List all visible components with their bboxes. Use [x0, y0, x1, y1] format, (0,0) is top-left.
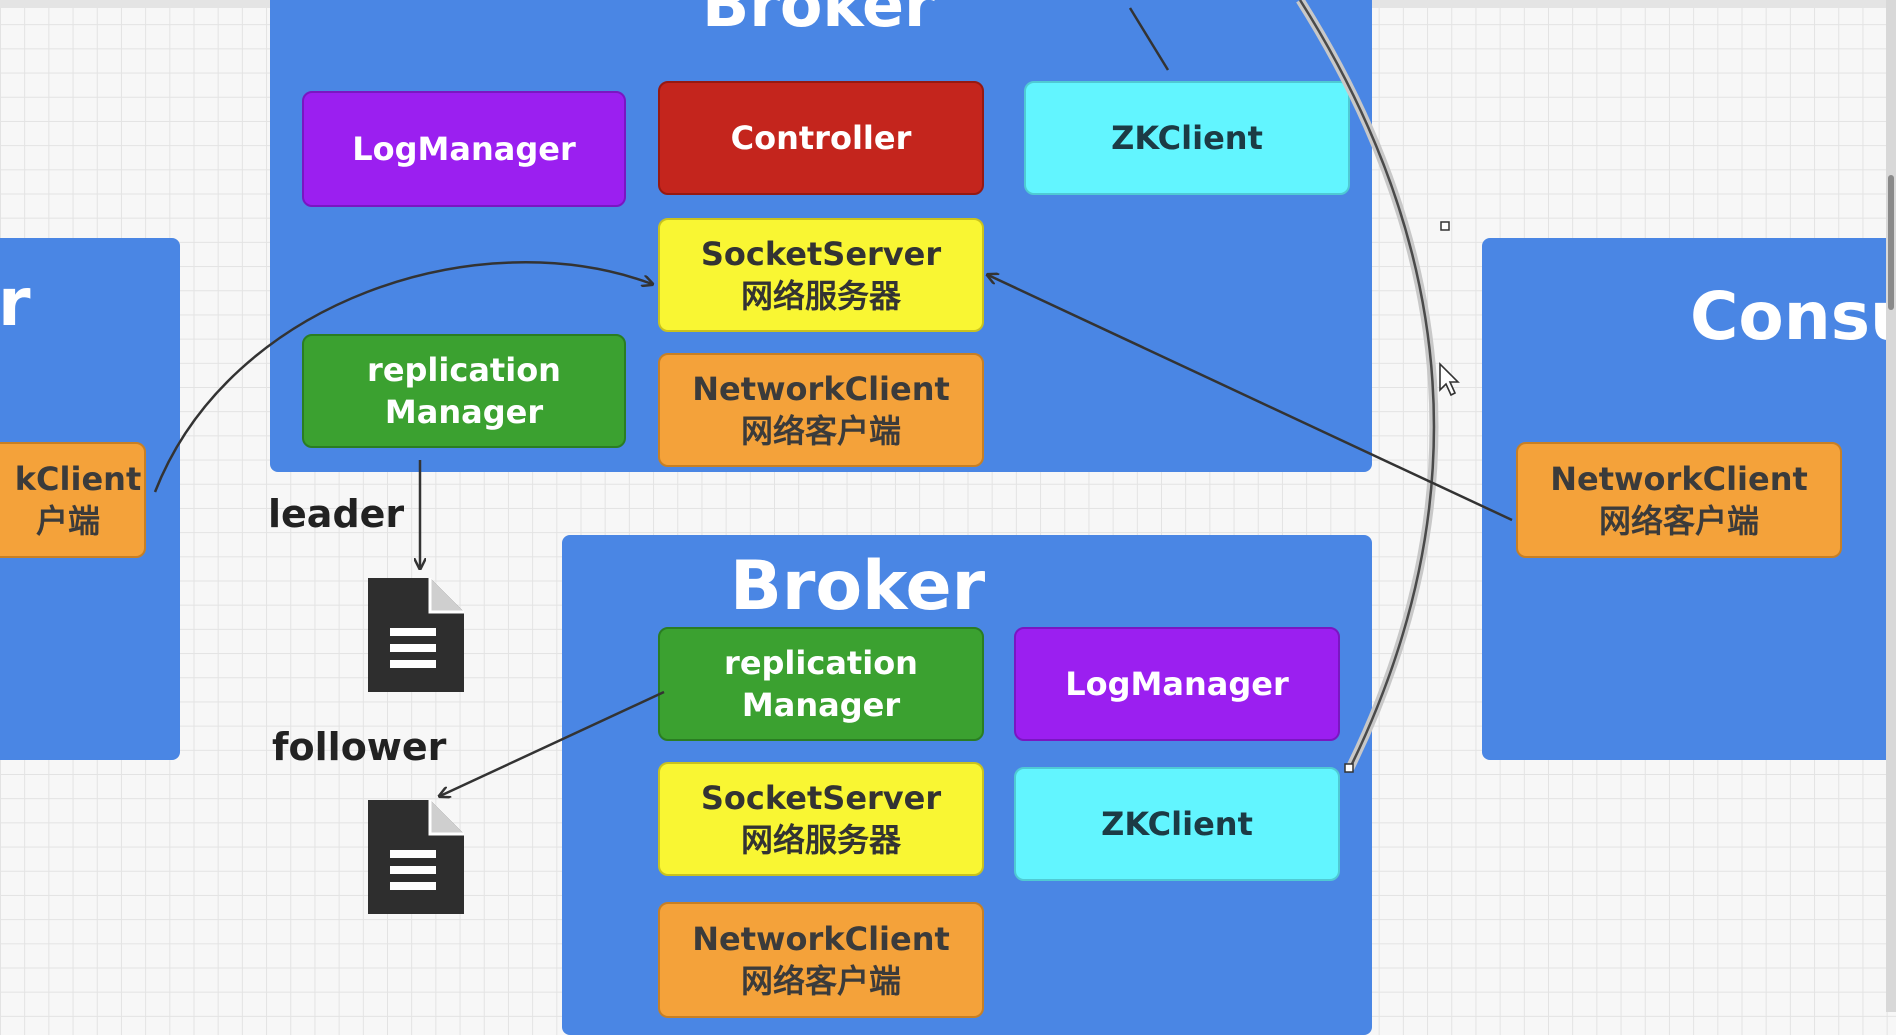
zk-client-bottom-label: ZKClient: [1101, 805, 1253, 843]
broker-title-top: Broker: [702, 0, 935, 41]
producer-title-fragment: r: [0, 264, 31, 341]
zk-client-top[interactable]: ZKClient: [1024, 81, 1350, 195]
connector-handle[interactable]: [1440, 221, 1450, 231]
connector-handle[interactable]: [1344, 763, 1354, 773]
network-client-top-label: NetworkClient: [692, 370, 950, 408]
socket-server-bottom-label-cn: 网络服务器: [740, 821, 901, 859]
network-client-top[interactable]: NetworkClient 网络客户端: [658, 353, 984, 467]
log-manager-top-label: LogManager: [352, 130, 576, 168]
replication-manager-bottom-label-1: replication: [724, 644, 918, 682]
replication-manager-bottom[interactable]: replication Manager: [658, 627, 984, 741]
network-client-top-label-cn: 网络客户端: [740, 412, 901, 450]
consumer-network-client-label-cn: 网络客户端: [1598, 502, 1759, 540]
producer-network-client-label: kClient: [14, 460, 142, 498]
socket-server-bottom-label: SocketServer: [700, 779, 942, 817]
socket-server-bottom[interactable]: SocketServer 网络服务器: [658, 762, 984, 876]
network-client-bottom-label-cn: 网络客户端: [740, 962, 901, 1000]
zookeeper-arc-connector-line: [1298, 0, 1436, 769]
follower-label: follower: [272, 725, 447, 769]
producer-to-socketserver-arrow: [153, 261, 652, 493]
leader-label: leader: [268, 492, 405, 536]
network-client-bottom[interactable]: NetworkClient 网络客户端: [658, 902, 984, 1018]
zk-client-bottom[interactable]: ZKClient: [1014, 767, 1340, 881]
socket-server-top[interactable]: SocketServer 网络服务器: [658, 218, 984, 332]
scrollbar[interactable]: [1886, 0, 1896, 1012]
consumer-network-client[interactable]: NetworkClient 网络客户端: [1516, 442, 1842, 558]
document-icon: [368, 578, 464, 692]
scrollbar-thumb[interactable]: [1888, 175, 1894, 310]
zk-client-top-label: ZKClient: [1111, 119, 1263, 157]
producer-panel: r kClient 户端: [0, 238, 180, 760]
network-client-bottom-label: NetworkClient: [692, 920, 950, 958]
broker-title-bottom: Broker: [730, 547, 986, 626]
consumer-title-fragment: Consu: [1690, 278, 1896, 355]
connectors-layer: [153, 0, 1513, 1012]
socket-server-top-label-cn: 网络服务器: [740, 277, 901, 315]
document-icon: [368, 800, 464, 914]
controller-top[interactable]: Controller: [658, 81, 984, 195]
producer-network-client-label-cn: 户端: [35, 502, 100, 540]
follower-arrow: [440, 690, 665, 796]
producer-network-client[interactable]: kClient 户端: [0, 442, 146, 558]
replication-manager-top-label-1: replication: [367, 351, 561, 389]
log-manager-bottom[interactable]: LogManager: [1014, 627, 1340, 741]
consumer-to-socketserver-arrow: [988, 275, 1513, 522]
replication-manager-top[interactable]: replication Manager: [302, 334, 626, 448]
zkclient-link-line: [1128, 7, 1170, 71]
consumer-network-client-label: NetworkClient: [1550, 460, 1808, 498]
log-manager-top[interactable]: LogManager: [302, 91, 626, 207]
controller-top-label: Controller: [730, 119, 912, 157]
mouse-pointer-icon: [1439, 362, 1460, 397]
replication-manager-top-label-2: Manager: [384, 393, 544, 431]
socket-server-top-label: SocketServer: [700, 235, 942, 273]
replication-manager-bottom-label-2: Manager: [741, 686, 901, 724]
log-manager-bottom-label: LogManager: [1065, 665, 1289, 703]
